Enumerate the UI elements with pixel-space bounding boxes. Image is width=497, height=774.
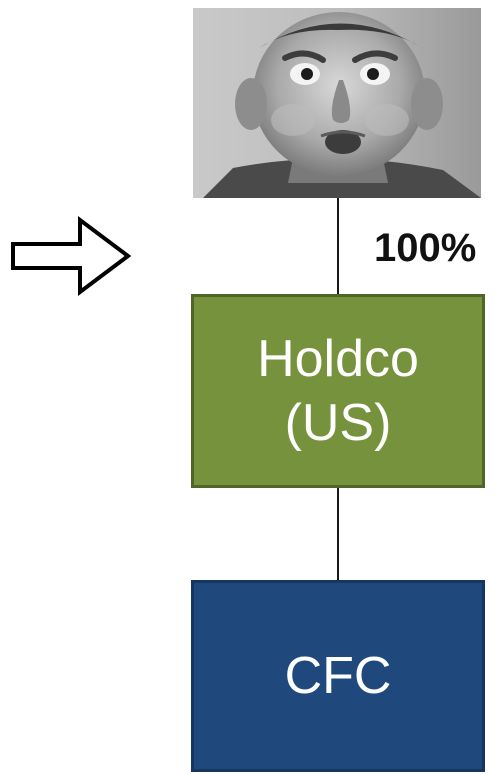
connector-holdco-to-cfc (337, 488, 339, 580)
holdco-label-line2: (US) (284, 394, 392, 452)
owner-photo (193, 8, 481, 198)
holdco-label-line1: Holdco (257, 330, 419, 388)
cfc-box: CFC (191, 580, 485, 772)
connector-owner-to-holdco (337, 198, 339, 294)
right-arrow-svg (11, 216, 132, 296)
holdco-box: Holdco (US) (191, 294, 485, 488)
cfc-label: CFC (284, 647, 392, 705)
right-arrow-icon (10, 216, 132, 296)
ownership-percent-label: 100% (374, 226, 477, 270)
owner-photo-svg (193, 8, 481, 198)
